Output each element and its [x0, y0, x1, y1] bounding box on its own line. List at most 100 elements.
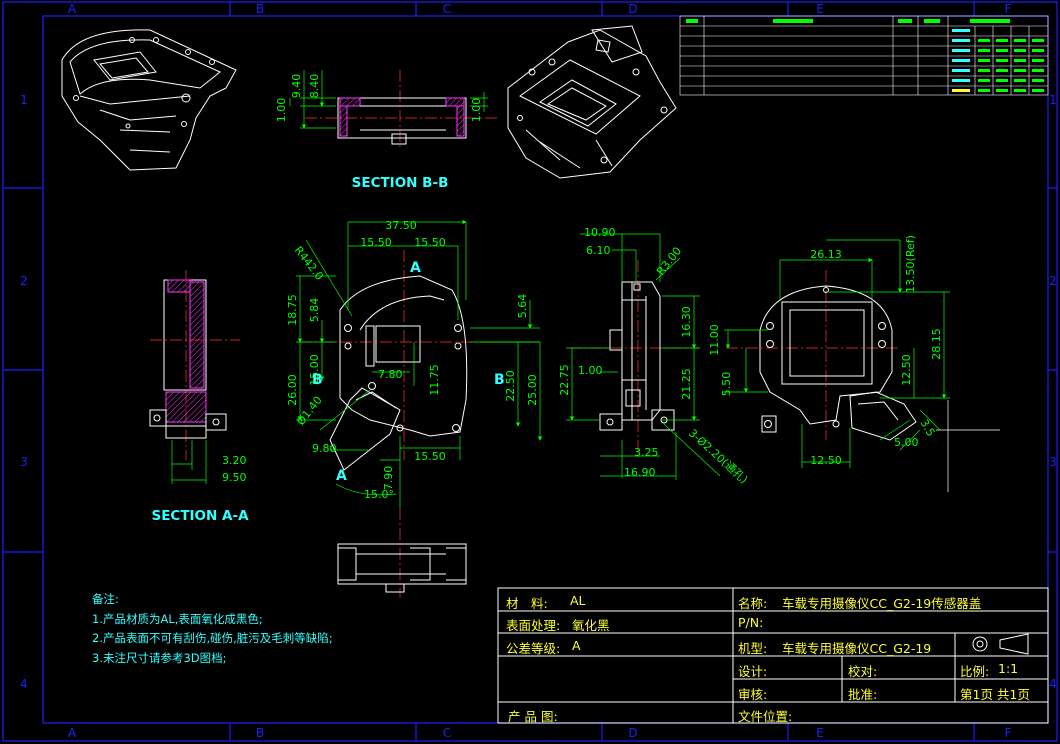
dim-saa-3-20: 3.20 — [222, 454, 247, 467]
name-value: 车载专用摄像仪CC_G2-19传感器盖 — [782, 596, 982, 611]
notes-block: 备注: 1.产品材质为AL,表面氧化成黑色; 2.产品表面不可有刮伤,碰伤,脏污… — [92, 590, 333, 668]
file-location-label: 文件位置: — [738, 709, 793, 724]
sheet-value: 第1页 共1页 — [960, 687, 1030, 702]
col-label-d-bottom: D — [628, 726, 637, 740]
dim-rear-5-00: 5.00 — [894, 436, 919, 449]
dim-front-r442: R442.0 — [292, 244, 326, 283]
section-aa-title: SECTION A-A — [151, 508, 249, 524]
bottom-view — [337, 508, 467, 598]
material-label: 材 料: — [506, 596, 548, 611]
pn-label: P/N: — [738, 615, 764, 630]
dim-side-16-90: 16.90 — [624, 466, 656, 479]
model-label: 机型: — [738, 641, 768, 656]
model-value: 车载专用摄像仪CC_G2-19 — [782, 641, 932, 656]
rear-view: 26.13 13.50(Ref) 11.00 5.50 28.15 12.50 … — [708, 235, 1000, 492]
row-label-4: 4 — [20, 677, 28, 691]
col-label-f-bottom: F — [1005, 726, 1012, 740]
dim-front-7-90: 7.90 — [382, 466, 395, 491]
dim-front-5-64: 5.64 — [516, 294, 529, 319]
marker-a-top: A — [410, 260, 421, 276]
col-label-c-bottom: C — [443, 726, 451, 740]
dim-sbb-9-40: 9.40 — [290, 74, 303, 99]
note-item-2: 2.产品表面不可有刮伤,碰伤,脏污及毛刺等缺陷; — [92, 631, 333, 645]
dim-rear-3-5: 3.5 — [917, 417, 937, 439]
design-label: 设计: — [738, 664, 768, 679]
dim-front-5-84: 5.84 — [308, 298, 321, 323]
row-label-2: 2 — [20, 274, 28, 288]
dim-front-7-80: 7.80 — [378, 368, 403, 381]
revision-table — [679, 15, 1049, 96]
dim-front-11-75: 11.75 — [428, 364, 441, 396]
dim-sbb-1-00-left: 1.00 — [275, 98, 288, 123]
marker-a-bottom: A — [336, 468, 347, 484]
dim-rear-5-50: 5.50 — [720, 372, 733, 397]
isometric-view-1 — [61, 29, 237, 171]
review-label: 审核: — [738, 687, 768, 702]
notes-title: 备注: — [92, 592, 119, 606]
surface-label: 表面处理: — [506, 618, 561, 633]
dim-front-15-50-left: 15.50 — [360, 236, 392, 249]
title-block — [497, 587, 1049, 724]
projection-symbol — [972, 633, 1029, 655]
dim-side-10-90: 10.90 — [584, 226, 616, 239]
dim-front-9-80: 9.80 — [312, 442, 337, 455]
tolerance-label: 公差等级: — [506, 641, 561, 656]
approve-label: 批准: — [848, 687, 878, 702]
dim-rear-12-50-bottom: 12.50 — [810, 454, 842, 467]
marker-b-left: B — [312, 372, 323, 388]
row-label-3: 3 — [20, 455, 28, 469]
product-image-label: 产 品 图: — [508, 709, 558, 724]
dim-front-15-00: 15.00 — [308, 354, 321, 386]
col-label-a: A — [68, 2, 77, 16]
dim-side-1-00: 1.00 — [578, 364, 603, 377]
section-bb-title: SECTION B-B — [352, 175, 449, 191]
row-label-3-right: 3 — [1049, 455, 1057, 469]
dim-rear-ref: 13.50(Ref) — [904, 235, 917, 293]
row-label-1: 1 — [20, 93, 28, 107]
surface-value: 氧化黑 — [572, 618, 610, 633]
isometric-view-2 — [507, 25, 677, 179]
col-label-c: C — [443, 2, 451, 16]
col-label-d: D — [628, 2, 637, 16]
dim-side-22-75: 22.75 — [558, 364, 571, 396]
check-label: 校对: — [848, 664, 878, 679]
dim-front-26-00: 26.00 — [286, 374, 299, 406]
col-label-b: B — [256, 2, 264, 16]
section-aa-view: 3.20 9.50 SECTION A-A — [149, 270, 249, 524]
scale-value: 1:1 — [998, 661, 1019, 676]
dim-front-37-50: 37.50 — [385, 219, 417, 232]
dim-side-21-25: 21.25 — [680, 368, 693, 400]
side-view: 10.90 6.10 R3.00 16.30 21.25 22.75 1.00 … — [558, 226, 750, 486]
dim-rear-28-15: 28.15 — [930, 328, 943, 360]
scale-label: 比例: — [960, 664, 990, 679]
name-label: 名称: — [738, 596, 768, 611]
tolerance-value: A — [572, 638, 581, 653]
marker-b-right: B — [494, 372, 505, 388]
dim-front-15-50-bottom: 15.50 — [414, 450, 446, 463]
dim-rear-12-50: 12.50 — [900, 354, 913, 386]
section-bb-view: 9.40 8.40 1.00 1.00 SECTION B-B — [275, 70, 500, 191]
dim-front-18-75: 18.75 — [286, 294, 299, 326]
col-label-f: F — [1005, 2, 1012, 16]
dim-saa-9-50: 9.50 — [222, 471, 247, 484]
dim-sbb-8-40: 8.40 — [308, 74, 321, 99]
dim-side-holes: 3-Ø2.20(通孔) — [686, 427, 750, 487]
front-view: 37.50 15.50 15.50 R442.0 18.75 5.84 15.0… — [286, 219, 543, 508]
col-label-a-bottom: A — [68, 726, 77, 740]
row-label-1-right: 1 — [1049, 93, 1057, 107]
dim-front-25-00: 25.00 — [526, 374, 539, 406]
dim-sbb-1-00-right: 1.00 — [470, 98, 483, 123]
material-value: AL — [570, 593, 586, 608]
dim-side-3-25: 3.25 — [634, 446, 659, 459]
note-item-3: 3.未注尺寸请参考3D图档; — [92, 650, 227, 665]
dim-rear-26-13: 26.13 — [810, 248, 842, 261]
dim-side-6-10: 6.10 — [586, 244, 611, 257]
row-label-4-right: 4 — [1049, 677, 1057, 691]
col-label-b-bottom: B — [256, 726, 264, 740]
col-label-e-bottom: E — [816, 726, 824, 740]
dim-front-angle: 15.0° — [364, 488, 394, 501]
col-label-e: E — [816, 2, 824, 16]
note-item-1: 1.产品材质为AL,表面氧化成黑色; — [92, 611, 263, 626]
row-label-2-right: 2 — [1049, 274, 1057, 288]
